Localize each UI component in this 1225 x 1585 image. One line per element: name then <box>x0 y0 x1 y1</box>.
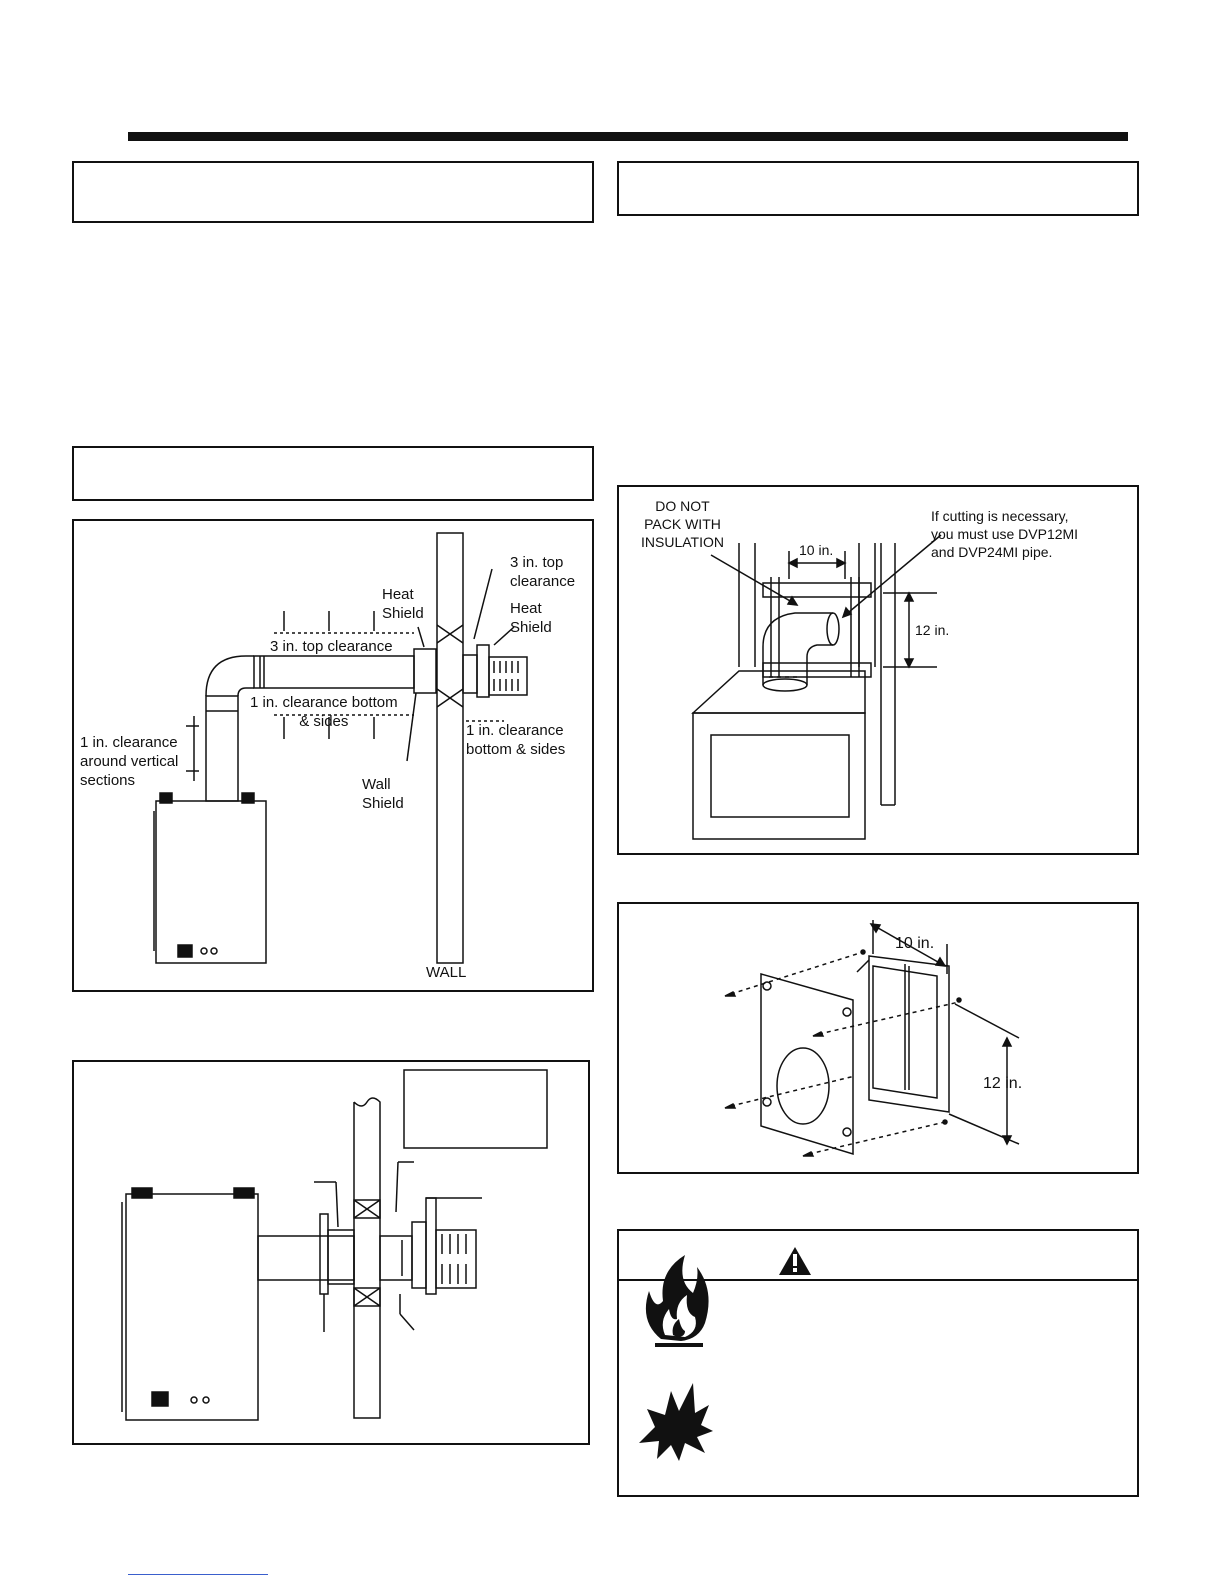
warning-icons <box>639 1247 811 1461</box>
label-top-clearance-pipe: 3 in. top clearance <box>270 638 393 655</box>
label-shield-height: 12 in. <box>983 1075 1023 1092</box>
rear-vent-drawing <box>121 1069 548 1421</box>
section-heading-box-right-1 <box>617 161 1139 216</box>
section-heading-box-left-2 <box>72 446 594 501</box>
figure-framing-clearance: DO NOT PACK WITH INSULATION If cutting i… <box>617 485 1139 855</box>
figure-vent-clearances: Heat Shield 3 in. top clearance Heat Shi… <box>72 519 594 992</box>
figure-wall-shield: 10 in. 12 in. <box>617 902 1139 1174</box>
warning-header <box>619 1231 1137 1281</box>
label-cutting-note: If cutting is necessary, you must use DV… <box>931 508 1079 560</box>
framing-drawing <box>691 534 942 840</box>
footer-link-underline <box>128 1574 268 1575</box>
label-bottom-clearance-pipe: 1 in. clearance bottom & sides <box>250 694 398 730</box>
fire-icon <box>645 1255 709 1347</box>
label-heat-shield-2: Heat Shield <box>510 600 552 636</box>
figure-rear-vent-installation <box>72 1060 590 1445</box>
label-do-not-pack: DO NOT PACK WITH INSULATION <box>641 498 724 550</box>
label-framing-height: 12 in. <box>915 622 950 638</box>
wall-shield-drawing <box>724 920 1020 1157</box>
warning-triangle-icon <box>779 1247 811 1275</box>
label-wall-shield: Wall Shield <box>362 776 404 812</box>
label-shield-width: 10 in. <box>895 935 935 952</box>
warning-box <box>617 1229 1139 1497</box>
explosion-icon <box>639 1383 713 1461</box>
vent-clearance-drawing <box>153 532 528 964</box>
header-rule <box>128 132 1128 141</box>
label-top-clearance-right: 3 in. top clearance <box>510 554 576 590</box>
label-bottom-clearance-right: 1 in. clearance bottom & sides <box>466 722 566 758</box>
label-heat-shield-1: Heat Shield <box>382 586 424 622</box>
label-framing-width: 10 in. <box>799 542 834 558</box>
label-vertical-clearance: 1 in. clearance around vertical sections <box>80 734 179 789</box>
label-wall: WALL <box>426 964 467 981</box>
section-heading-box-left-1 <box>72 161 594 223</box>
